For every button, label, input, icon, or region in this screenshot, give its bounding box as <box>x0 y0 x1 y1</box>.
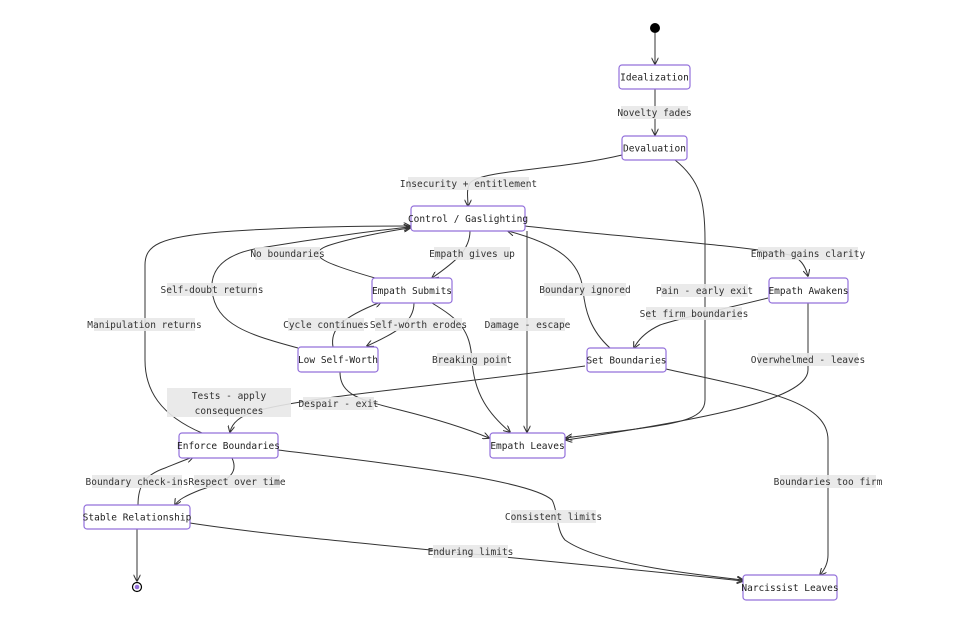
edge-setbounds-narcleaves <box>665 368 829 575</box>
edge-label: Empath gains clarity <box>751 247 866 260</box>
edge-label-text: Tests - apply consequences <box>192 391 267 417</box>
edge-label-text: Novelty fades <box>617 108 691 119</box>
state-label: Control / Gaslighting <box>408 214 528 225</box>
edge-label: Boundary check-ins <box>86 475 189 488</box>
edge-label-text: Overwhelmed - leaves <box>751 355 865 366</box>
edge-label-line: Tests - apply <box>192 391 267 402</box>
edge-label-text: Breaking point <box>432 355 512 366</box>
state-enforce-boundaries[interactable]: Enforce Boundaries <box>177 432 280 459</box>
edge-label: Breaking point <box>432 353 512 366</box>
edge-label-text: Enduring limits <box>428 547 514 558</box>
state-set-boundaries[interactable]: Set Boundaries <box>586 347 667 373</box>
edge-label: Manipulation returns <box>87 318 202 331</box>
edge-label-line: consequences <box>195 406 264 417</box>
edge-label-text: Empath gains clarity <box>751 249 866 260</box>
state-label: Devaluation <box>623 144 686 155</box>
edge-label: No boundaries <box>250 247 325 260</box>
state-idealization[interactable]: Idealization <box>618 64 691 90</box>
state-empath-submits[interactable]: Empath Submits <box>371 277 453 304</box>
edge-label-text: Pain - early exit <box>656 286 753 297</box>
edge-label: Despair - exit <box>298 397 379 410</box>
edge-label-text: Manipulation returns <box>87 320 201 331</box>
edge-devaluation-empathleaves <box>566 159 706 438</box>
state-label: Empath Awakens <box>768 286 848 297</box>
edge-label-text: Boundary ignored <box>539 285 631 296</box>
edge-lowworth-control <box>211 227 410 349</box>
edge-label: Boundaries too firm <box>774 475 883 488</box>
state-control-gaslighting[interactable]: Control / Gaslighting <box>408 205 528 232</box>
state-label: Empath Submits <box>372 286 452 297</box>
edge-label-text: Boundary check-ins <box>86 477 189 488</box>
edge-awakens-setbounds <box>634 297 769 348</box>
state-label: Empath Leaves <box>490 441 564 452</box>
edge-label: Cycle continues <box>283 318 369 331</box>
edge-label-text: Empath gives up <box>429 249 515 260</box>
edge-stable-narcleaves <box>189 522 743 581</box>
edge-label: Pain - early exit <box>656 284 753 297</box>
edge-label-text: Respect over time <box>188 477 286 488</box>
state-label: Enforce Boundaries <box>177 441 280 452</box>
edge-label-text: Set firm boundaries <box>640 309 749 320</box>
state-stable-relationship[interactable]: Stable Relationship <box>83 504 192 530</box>
edge-label: Enduring limits <box>428 545 514 558</box>
edge-label-text: Insecurity + entitlement <box>400 179 537 190</box>
edge-label-text: Cycle continues <box>283 320 369 331</box>
edge-label-text: Consistent limits <box>505 512 602 523</box>
edge-label: Respect over time <box>188 475 286 488</box>
edge-submits-control <box>317 228 410 279</box>
edge-awakens-empathleaves <box>566 303 809 440</box>
edge-lowworth-empathleaves <box>339 371 489 438</box>
edge-label-text: Despair - exit <box>298 399 378 410</box>
edge-label: Consistent limits <box>505 510 602 523</box>
edge-stable-enforce <box>137 457 193 506</box>
state-empath-leaves[interactable]: Empath Leaves <box>489 432 566 459</box>
edge-label-text: Damage - escape <box>485 320 571 331</box>
state-empath-awakens[interactable]: Empath Awakens <box>768 277 849 304</box>
edge-control-awakens <box>524 225 808 276</box>
edge-label: Insecurity + entitlement <box>400 177 537 190</box>
edge-label: Self-doubt returns <box>161 283 264 296</box>
edge-enforce-control <box>144 226 410 434</box>
start-state-icon <box>650 23 660 33</box>
edge-label: Overwhelmed - leaves <box>751 353 865 366</box>
state-devaluation[interactable]: Devaluation <box>621 135 688 161</box>
state-label: Narcissist Leaves <box>741 583 838 594</box>
edge-label: Self-worth erodes <box>370 318 467 331</box>
state-label: Idealization <box>620 73 689 84</box>
edge-label-text: Self-worth erodes <box>370 320 467 331</box>
state-label: Low Self-Worth <box>298 355 378 366</box>
state-label: Set Boundaries <box>586 356 666 367</box>
edge-label: Tests - apply consequences <box>167 388 291 417</box>
end-state-icon <box>131 581 143 593</box>
edge-label-text: Boundaries too firm <box>774 477 883 488</box>
edge-label: Set firm boundaries <box>640 307 749 320</box>
edge-label-text: No boundaries <box>250 249 324 260</box>
edge-label-text: Self-doubt returns <box>161 285 264 296</box>
state-label: Stable Relationship <box>83 513 192 524</box>
edge-label: Damage - escape <box>485 318 571 331</box>
edge-label: Empath gives up <box>429 247 515 260</box>
state-narcissist-leaves[interactable]: Narcissist Leaves <box>741 574 839 601</box>
edge-label: Novelty fades <box>617 106 692 119</box>
edge-label: Boundary ignored <box>539 283 631 296</box>
state-low-self-worth[interactable]: Low Self-Worth <box>297 346 379 373</box>
edge-enforce-stable <box>175 457 235 505</box>
